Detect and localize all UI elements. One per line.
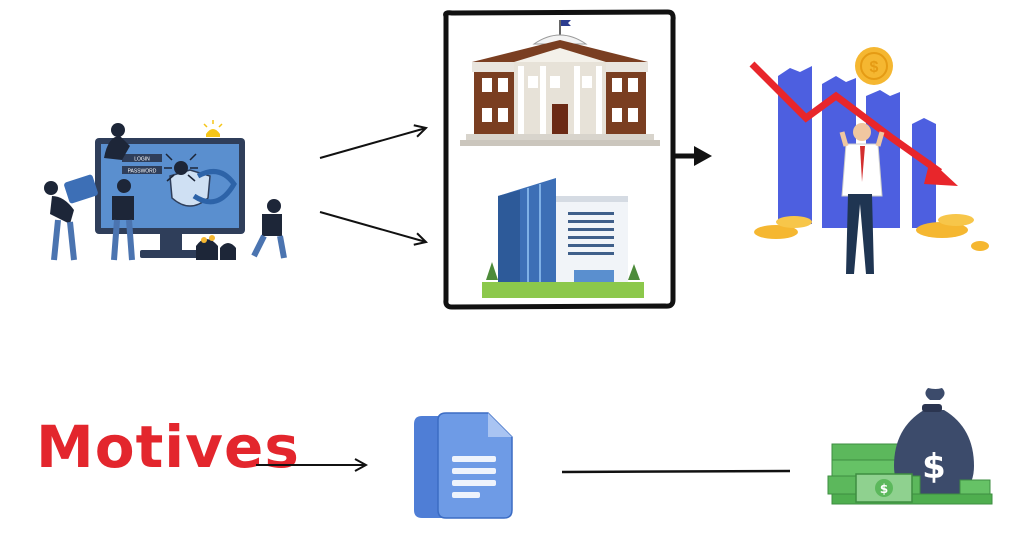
grass [482, 282, 644, 298]
chart-bar [778, 66, 812, 224]
targets-box [443, 9, 676, 310]
motives-label: Motives [36, 413, 300, 481]
worried-man-figure [853, 123, 871, 141]
spider-icon [174, 161, 188, 175]
password-label: PASSWORD [128, 169, 157, 175]
monitor-base [140, 250, 200, 258]
financial-loss-chart-icon: $ [749, 47, 989, 274]
government-building-icon [460, 20, 660, 146]
documents-icon [414, 412, 513, 519]
monitor-neck [160, 234, 182, 250]
loot-bag-icon [220, 243, 236, 260]
tie [860, 146, 865, 182]
svg-text:$: $ [880, 482, 888, 496]
money-bag-and-cash-icon: $ $ [827, 388, 993, 505]
downtrend-arrow [749, 61, 943, 175]
login-label: LOGIN [134, 157, 150, 163]
document-front [437, 412, 513, 519]
office-building-icon [482, 178, 644, 298]
door [552, 104, 568, 134]
hacker-figure [267, 199, 281, 213]
arrow-to-government [319, 128, 426, 159]
siren-icon [206, 129, 220, 137]
loot-bag-icon [196, 239, 218, 260]
dollar-sign-icon: $ [922, 447, 946, 487]
password-box [122, 166, 162, 174]
line-documents-to-money [561, 469, 791, 474]
flag-icon [561, 20, 571, 26]
chart-bar [912, 118, 936, 228]
tree-icon [486, 262, 498, 280]
login-box [122, 154, 162, 162]
cash-stack [831, 443, 903, 461]
hacker-figure [44, 181, 58, 195]
coin-pile [916, 222, 968, 238]
hacker-figure [117, 179, 131, 193]
coin-pile [754, 225, 798, 239]
svg-text:$: $ [870, 59, 879, 76]
tree-icon [628, 264, 640, 280]
arrow-to-office [319, 211, 426, 242]
swirl-decoration [192, 169, 237, 205]
credit-card-icon [64, 174, 98, 204]
hackers-at-computer-icon: LOGIN PASSWORD [44, 120, 287, 261]
hacker-figure [111, 123, 125, 137]
